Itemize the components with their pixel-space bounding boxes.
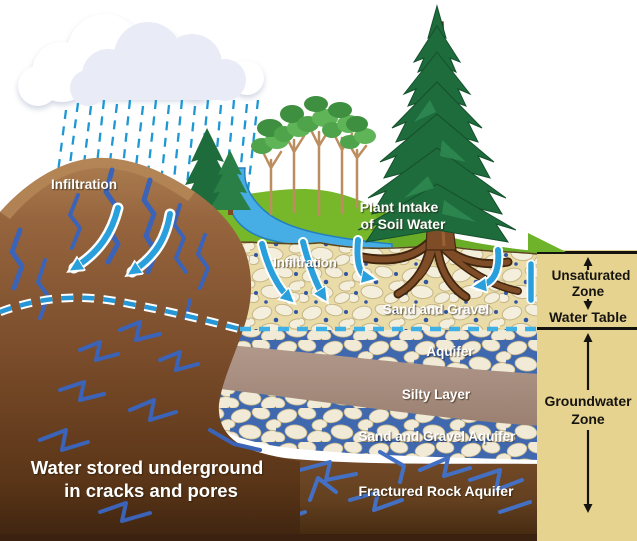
silty-layer: [196, 342, 543, 428]
groundwater-zone-label-line1: Groundwater: [544, 393, 632, 409]
sand-gravel-aquifer-layer: [196, 386, 543, 460]
pine-foliage: [357, 4, 517, 243]
zone-legend-panel: Unsaturated Zone Water Table Groundwater…: [537, 250, 637, 541]
groundwater-zone-label-line2: Zone: [571, 411, 605, 427]
aquifer-label: Aquifer: [426, 344, 474, 359]
cloud-front-icon: [70, 22, 246, 106]
fractured-rock-aquifer-label: Fractured Rock Aquifer: [358, 483, 514, 499]
root-intake-arrows-icon: [352, 235, 536, 305]
hill-crest-highlight: [0, 157, 195, 219]
soil-infiltration-arrows-icon: [257, 237, 329, 299]
grass-wedge: [528, 233, 566, 252]
sand-and-gravel-label: Sand and Gravel: [383, 302, 490, 317]
water-table-level-line: [537, 327, 637, 330]
infiltration-soil-label: Infiltration: [273, 255, 337, 270]
hill-infiltration-arrows-icon: [74, 202, 176, 278]
water-stored-label-line2: in cracks and pores: [64, 480, 238, 501]
silty-layer-label: Silty Layer: [402, 387, 471, 402]
unsaturated-zone-label-line1: Unsaturated: [552, 268, 631, 283]
water-stored-label-line1: Water stored underground: [31, 457, 264, 478]
unsaturated-zone-label-line2: Zone: [572, 284, 605, 299]
pine-tree-icon: [355, 4, 522, 302]
land-surface-line: [537, 251, 637, 254]
plant-intake-label-line2: of Soil Water: [360, 216, 446, 232]
grass-slope-shade: [370, 205, 543, 258]
water-table-label: Water Table: [549, 309, 627, 325]
deciduous-trees-icon: [251, 96, 376, 217]
sand-and-gravel-aquifer-label: Sand and Gravel Aquifer: [358, 429, 516, 444]
water-table-line: [0, 293, 537, 334]
rock-hill: [0, 157, 300, 541]
infiltration-hill-label: Infiltration: [51, 177, 117, 192]
bottom-edge: [0, 534, 537, 541]
plant-intake-label-line1: Plant Intake: [360, 199, 439, 215]
aquifer-layer: [196, 330, 543, 376]
